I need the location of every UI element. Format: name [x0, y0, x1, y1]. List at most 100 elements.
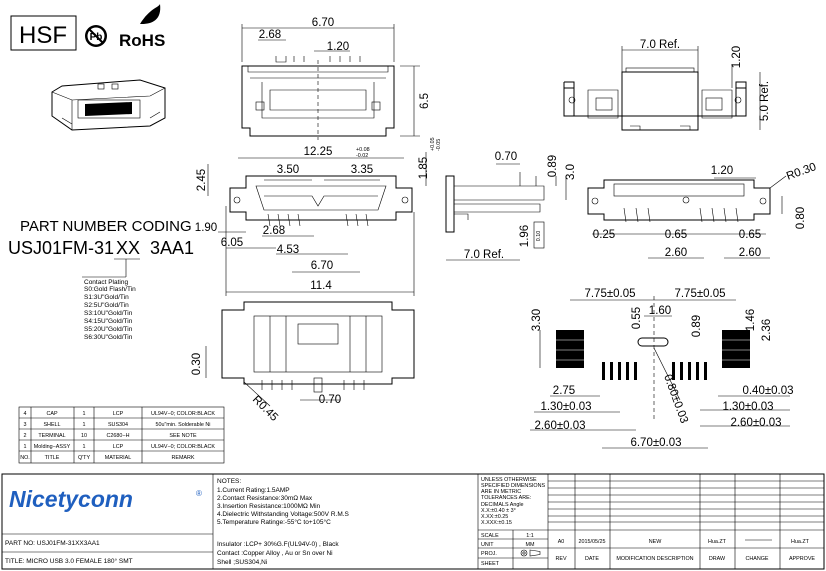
svg-text:0.65: 0.65 — [739, 229, 761, 241]
svg-text:5.Temperature Ratinge:-55°C to: 5.Temperature Ratinge:-55°C to+105°C — [217, 518, 331, 526]
hsf-logo: HSF — [10, 15, 77, 51]
svg-text:3.50: 3.50 — [277, 164, 299, 176]
svg-text:RoHS: RoHS — [119, 31, 165, 50]
svg-text:5.0 Ref.: 5.0 Ref. — [759, 81, 771, 121]
svg-text:-0.02: -0.02 — [356, 153, 368, 159]
svg-text:TERMINAL: TERMINAL — [38, 433, 65, 439]
svg-text:1.Current Rating:1.5AMP: 1.Current Rating:1.5AMP — [217, 487, 290, 494]
svg-text:PART NUMBER CODING: PART NUMBER CODING — [20, 218, 192, 235]
svg-text:TITLE: TITLE — [45, 455, 60, 461]
svg-text:0.70: 0.70 — [319, 394, 341, 406]
svg-text:6.70: 6.70 — [311, 260, 333, 272]
front-view: 6.70 2.68 1.20 6.5 — [241, 17, 431, 140]
svg-text:1:1: 1:1 — [526, 533, 534, 539]
svg-text:2.68: 2.68 — [263, 225, 285, 237]
svg-text:0.89: 0.89 — [547, 155, 559, 177]
svg-text:1.96: 1.96 — [519, 225, 531, 247]
svg-text:0.80±0.03: 0.80±0.03 — [661, 373, 690, 425]
svg-text:7.75±0.05: 7.75±0.05 — [674, 288, 725, 300]
pb-free-icon: Pb — [85, 25, 107, 47]
svg-text:-0.05: -0.05 — [436, 139, 442, 151]
svg-text:7.75±0.05: 7.75±0.05 — [584, 288, 635, 300]
svg-text:1: 1 — [24, 444, 27, 450]
svg-text:1.20: 1.20 — [327, 41, 349, 53]
svg-text:UL94V−0; COLOR:BLACK: UL94V−0; COLOR:BLACK — [151, 444, 215, 450]
svg-text:1: 1 — [83, 411, 86, 417]
svg-text:11.4: 11.4 — [310, 280, 332, 292]
svg-text:SHEET: SHEET — [481, 561, 500, 567]
drawing-title: TITLE: MICRO USB 3.0 FEMALE 180° SMT — [5, 557, 133, 565]
svg-text:LCP: LCP — [113, 444, 124, 450]
svg-text:MODIFICATION DESCRIPTION: MODIFICATION DESCRIPTION — [616, 556, 693, 562]
svg-text:1.30±0.03: 1.30±0.03 — [722, 401, 773, 413]
svg-text:0.40±0.03: 0.40±0.03 — [742, 385, 793, 397]
svg-text:LCP: LCP — [113, 411, 124, 417]
svg-text:7.0 Ref.: 7.0 Ref. — [464, 249, 504, 261]
svg-text:+0.08: +0.08 — [356, 147, 370, 153]
bottom-view: 0.30 R0.45 0.70 — [191, 301, 415, 424]
svg-text:0.30: 0.30 — [191, 353, 203, 375]
part-number-coding: PART NUMBER CODING USJ01FM-31 XX 3AA1 Co… — [8, 218, 194, 341]
svg-text:+0.05: +0.05 — [430, 137, 436, 151]
svg-text:S5:20U"Gold/Tin: S5:20U"Gold/Tin — [84, 326, 133, 333]
svg-text:UNIT: UNIT — [481, 542, 494, 548]
svg-text:C2680−H: C2680−H — [107, 433, 130, 439]
top-view: 12.25 +0.08 -0.02 3.50 3.35 2.45 1.85 +0… — [195, 137, 442, 296]
svg-text:NO.: NO. — [20, 455, 30, 461]
svg-text:Contact :Copper Alloy , Au or: Contact :Copper Alloy , Au or Sn over Ni — [217, 550, 333, 557]
svg-text:DATE: DATE — [585, 556, 599, 562]
svg-text:2.75: 2.75 — [553, 385, 575, 397]
svg-text:REV: REV — [555, 556, 566, 562]
svg-text:Q'TY: Q'TY — [78, 455, 91, 461]
svg-text:2015/05/25: 2015/05/25 — [579, 539, 606, 545]
svg-text:2.60±0.03: 2.60±0.03 — [730, 417, 781, 429]
svg-text:4.53: 4.53 — [277, 244, 299, 256]
svg-text:4.Dielectric Withstanding Volt: 4.Dielectric Withstanding Voltage:500V R… — [217, 511, 350, 518]
svg-text:3: 3 — [24, 422, 27, 428]
svg-text:SUS304: SUS304 — [108, 422, 128, 428]
svg-text:CHANGE: CHANGE — [745, 556, 768, 562]
svg-text:®: ® — [196, 489, 202, 498]
svg-text:2: 2 — [24, 433, 27, 439]
svg-text:0.70: 0.70 — [495, 151, 517, 163]
svg-text:1.90: 1.90 — [195, 222, 217, 234]
svg-text:SEE NOTE: SEE NOTE — [169, 433, 197, 439]
svg-text:2.60: 2.60 — [665, 247, 687, 259]
svg-text:2.60±0.03: 2.60±0.03 — [534, 420, 585, 432]
svg-text:2.60: 2.60 — [739, 247, 761, 259]
svg-text:3AA1: 3AA1 — [150, 238, 194, 258]
svg-text:R0.45: R0.45 — [250, 394, 280, 424]
svg-text:1: 1 — [83, 444, 86, 450]
svg-text:XX: XX — [116, 238, 140, 258]
svg-text:1.46: 1.46 — [745, 309, 757, 331]
brand-logo: Nicetyconn — [9, 486, 133, 512]
svg-text:X.XXX:±0.15: X.XXX:±0.15 — [481, 520, 512, 526]
svg-text:0.89: 0.89 — [691, 315, 703, 337]
rohs-logo: RoHS — [119, 4, 165, 50]
svg-text:4: 4 — [24, 411, 27, 417]
svg-text:CAP: CAP — [46, 411, 57, 417]
title-block: Nicetyconn ® PART NO: USJ01FM-31XX3AA1 T… — [1, 473, 825, 570]
svg-text:3.0: 3.0 — [565, 164, 577, 180]
svg-text:S4:15U"Gold/Tin: S4:15U"Gold/Tin — [84, 318, 133, 325]
svg-text:0.65: 0.65 — [665, 229, 687, 241]
svg-text:50u"min. Solderable Ni: 50u"min. Solderable Ni — [156, 422, 211, 428]
svg-text:USJ01FM-31: USJ01FM-31 — [8, 238, 114, 258]
svg-text:ARE IN METRIC: ARE IN METRIC — [481, 489, 521, 495]
part-no: PART NO: USJ01FM-31XX3AA1 — [5, 540, 100, 547]
svg-text:R0.30: R0.30 — [785, 161, 818, 183]
svg-text:12.25: 12.25 — [304, 146, 333, 158]
section-view: 0.70 0.89 3.0 1.96 0.10 7.0 Ref. — [445, 151, 577, 261]
svg-text:Hua.ZT: Hua.ZT — [791, 539, 810, 545]
svg-text:SCALE: SCALE — [481, 533, 499, 539]
svg-text:S1:3U"Gold/Tin: S1:3U"Gold/Tin — [84, 294, 129, 301]
svg-text:S6:30U"Gold/Tin: S6:30U"Gold/Tin — [84, 334, 133, 341]
svg-text:Insulator :LCP+ 30%G.F(UL94V-0: Insulator :LCP+ 30%G.F(UL94V-0) , Black — [217, 541, 339, 548]
svg-text:DECIMALS Angle: DECIMALS Angle — [481, 502, 524, 508]
svg-text:X.X:±0.40 ± 3°: X.X:±0.40 ± 3° — [481, 508, 516, 514]
svg-text:6.70±0.03: 6.70±0.03 — [630, 437, 681, 449]
svg-text:0.55: 0.55 — [631, 307, 643, 329]
svg-text:1.20: 1.20 — [711, 165, 733, 177]
isometric-view — [51, 79, 166, 131]
